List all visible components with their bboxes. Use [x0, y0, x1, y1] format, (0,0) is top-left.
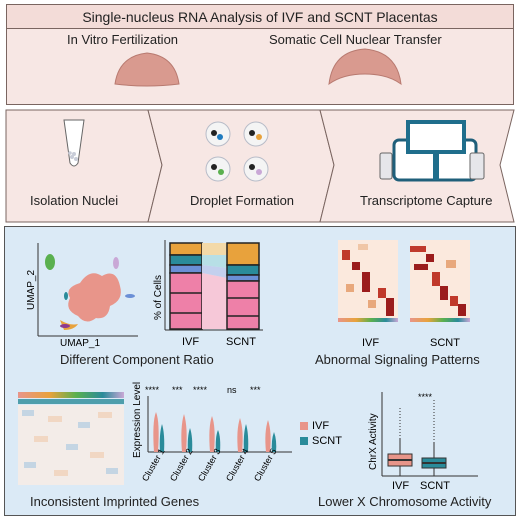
violin-sig-2: *** [172, 385, 183, 395]
tube-icon [63, 119, 85, 167]
bar-cat-ivf: IVF [182, 336, 200, 348]
ivf-label: In Vitro Fertilization [67, 32, 179, 47]
ivf-placenta-icon [114, 52, 180, 87]
violin-ylabel: Expression Level [132, 381, 143, 458]
heatmap-scnt [410, 240, 470, 322]
component-caption: Different Component Ratio [60, 352, 214, 367]
violin-sig-1: **** [145, 385, 160, 395]
sequencer-icon [379, 120, 485, 182]
scnt-placenta-icon [328, 48, 402, 86]
step-label-1: Isolation Nuclei [30, 193, 119, 208]
droplet-icon [205, 121, 269, 182]
heatmap-ivf [338, 240, 398, 322]
signaling-heatmaps [338, 240, 470, 322]
box-cat-scnt: SCNT [420, 480, 450, 492]
ivf-box [387, 408, 413, 476]
step-label-3: Transcriptome Capture [360, 193, 493, 208]
imprinted-cells [22, 410, 118, 476]
step-label-2: Droplet Formation [190, 193, 295, 208]
violin-legend-scnt: SCNT [312, 435, 342, 447]
scnt-box [421, 400, 447, 476]
umap-xlabel: UMAP_1 [60, 338, 101, 349]
bar-cat-scnt: SCNT [226, 336, 256, 348]
violin-sig-4: ns [227, 385, 237, 395]
title-bar: Single-nucleus RNA Analysis of IVF and S… [6, 4, 514, 29]
signaling-caption: Abnormal Signaling Patterns [315, 352, 480, 367]
imprinted-caption: Inconsistent Imprinted Genes [30, 494, 200, 509]
violins [153, 412, 277, 452]
box-ylabel: ChrX Activity [368, 413, 379, 470]
scnt-label: Somatic Cell Nuclear Transfer [269, 32, 442, 47]
violin-plot [147, 396, 308, 453]
bar-ylabel: % of Cells [153, 274, 164, 320]
umap-ylabel: UMAP_2 [26, 269, 37, 310]
placenta-panel: In Vitro Fertilization Somatic Cell Nucl… [6, 29, 514, 105]
box-cat-ivf: IVF [392, 480, 410, 492]
component-bar-chart [164, 240, 263, 331]
violin-sig-5: *** [250, 385, 261, 395]
xchrom-caption: Lower X Chromosome Activity [318, 494, 492, 509]
heatmap-cat-ivf: IVF [362, 337, 380, 349]
heatmap-cat-scnt: SCNT [430, 337, 460, 349]
umap-clusters [45, 254, 135, 330]
violin-sig-3: **** [193, 385, 208, 395]
chrx-boxplot [381, 392, 478, 477]
imprinted-heatmap [18, 392, 124, 485]
violin-legend-ivf: IVF [312, 420, 330, 432]
placenta-icons [114, 48, 402, 87]
figure-title: Single-nucleus RNA Analysis of IVF and S… [82, 9, 438, 25]
box-sig: **** [418, 392, 433, 402]
workflow-svg [5, 109, 515, 223]
umap-plot [37, 243, 138, 337]
